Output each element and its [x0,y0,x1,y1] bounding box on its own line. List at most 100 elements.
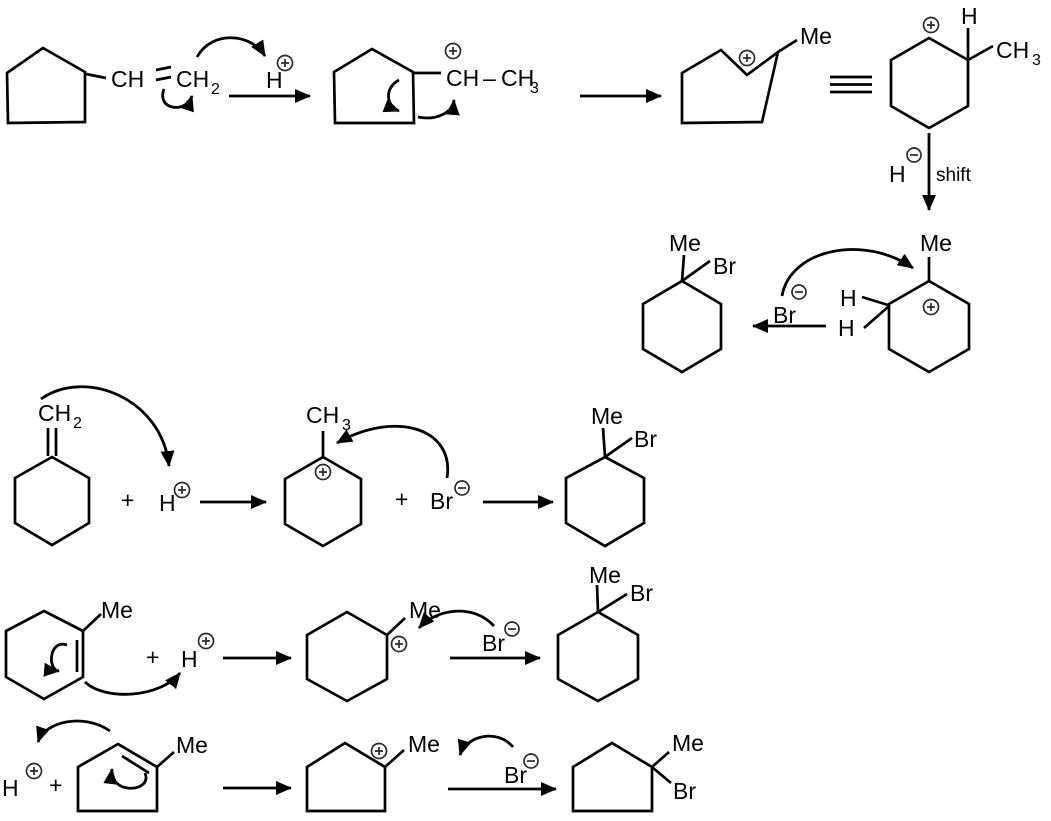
circled-plus-icon [390,635,408,653]
h-bond [861,295,889,307]
curved-arrow-icon [457,734,515,756]
curved-arrow-icon [43,642,68,677]
hplus-label: H [159,490,176,516]
exo-ch2-subscript: 2 [73,415,82,432]
plus-sign: + [121,487,134,513]
curved-arrow-icon [417,99,460,120]
cyclohexane-cation-ring [887,279,971,374]
curved-arrow-icon [780,248,914,297]
circled-minus-icon [523,753,539,769]
step1-protonation-ring-expansion: CH CH 2 H CH – CH 3 Me H CH 3 H shift [5,3,1041,211]
curved-arrow-icon [336,424,450,479]
cyclopentane-ring [332,47,416,125]
circled-plus-icon [173,481,191,499]
row2-methylenecyclohexane-mechanism: CH 2 + H CH 3 + Br Me Br [13,385,657,548]
bond-dash-label: – [483,65,496,91]
me-bond [384,748,405,769]
product-ring [556,610,640,703]
me-label: Me [669,230,701,256]
shift-h-label: H [889,161,906,187]
bromide-label: Br [430,488,453,514]
me-label: Me [408,731,440,757]
cation-ch3-subscript: 3 [530,80,539,97]
me-bond [386,617,406,636]
plus-sign: + [49,772,62,798]
me-label: Me [101,597,133,623]
cation-ch3-label: CH [501,65,534,91]
br-bond [597,592,628,614]
h-bond [863,305,889,330]
cyclohexane-cation-ring [889,36,970,130]
circled-plus-icon [370,742,388,760]
br-label: Br [630,580,653,606]
curved-arrow-icon [161,88,194,113]
cyclohexane-cation-ring [283,455,363,548]
hex-ch3-label: CH [996,37,1029,63]
circled-minus-icon [454,480,470,496]
me-bond [651,750,670,769]
equivalence-sign-icon [830,75,872,94]
br-bond [604,436,633,459]
circled-plus-icon [25,762,43,780]
me-bond [680,254,686,282]
plus-sign: + [146,644,159,670]
circled-plus-icon [922,16,940,34]
curved-arrow-icon [36,719,111,743]
exo-ch2-label: CH [38,400,71,426]
curved-arrow-icon [40,385,175,467]
me-label: Me [591,403,623,429]
row4-methylcyclopentene-mechanism: H + Me Me Br Me Br [2,719,704,813]
curved-arrow-icon [195,36,267,58]
hex-h-label: H [961,3,978,29]
hplus-label: H [181,646,198,672]
circled-plus-icon [444,42,462,60]
me-label: Me [409,597,441,623]
me-label: Me [800,23,832,49]
br-bond [651,765,672,785]
curved-arrow-icon [84,672,182,696]
circled-plus-icon [276,54,294,72]
me-bond [601,427,607,458]
me-label: Me [589,562,621,588]
me-bond [777,38,798,54]
br-bond [681,259,711,283]
curved-arrow-icon [417,609,496,629]
me-label: Me [176,732,208,758]
circled-minus-icon [791,284,807,300]
cation-ch3-subscript: 3 [342,417,351,434]
shift-label: shift [936,165,972,186]
double-bond-icon [155,65,172,82]
circled-plus-icon [922,298,940,316]
h-bottom-label: H [838,315,855,341]
cation-ch-label: CH [446,65,479,91]
cyclohexane-ring [13,455,91,547]
bromide-label: Br [504,762,527,788]
hplus-label: H [2,775,19,801]
ch3-bond [967,44,994,62]
vinyl-ch-label: CH [111,66,144,92]
row3-methylcyclohexene-mechanism: Me + H Me Br Me Br [4,562,653,703]
me-label: Me [920,230,952,256]
br-label: Br [634,426,657,452]
circled-plus-icon [197,632,215,650]
circled-minus-icon [504,621,520,637]
hplus-label: H [266,67,283,93]
bromide-label: Br [773,302,796,328]
exocyclic-double-bond [46,428,58,456]
step2-bromide-attack: Me H H Br Me Br [641,230,971,374]
circled-plus-icon [314,463,332,481]
circled-plus-icon [738,49,756,67]
ring-double-bond [121,754,150,775]
br-label: Br [713,253,736,279]
h-top-label: H [840,285,857,311]
product-ring [641,279,723,374]
cyclopentane-cation-ring [305,741,387,813]
hex-ch3-subscript: 3 [1032,52,1041,69]
product-ring [564,455,646,548]
ring-vinyl-bond [85,72,107,80]
bromide-label: Br [482,630,505,656]
cyclohexane-cation-ring [305,610,389,703]
plus-sign: + [395,486,408,512]
